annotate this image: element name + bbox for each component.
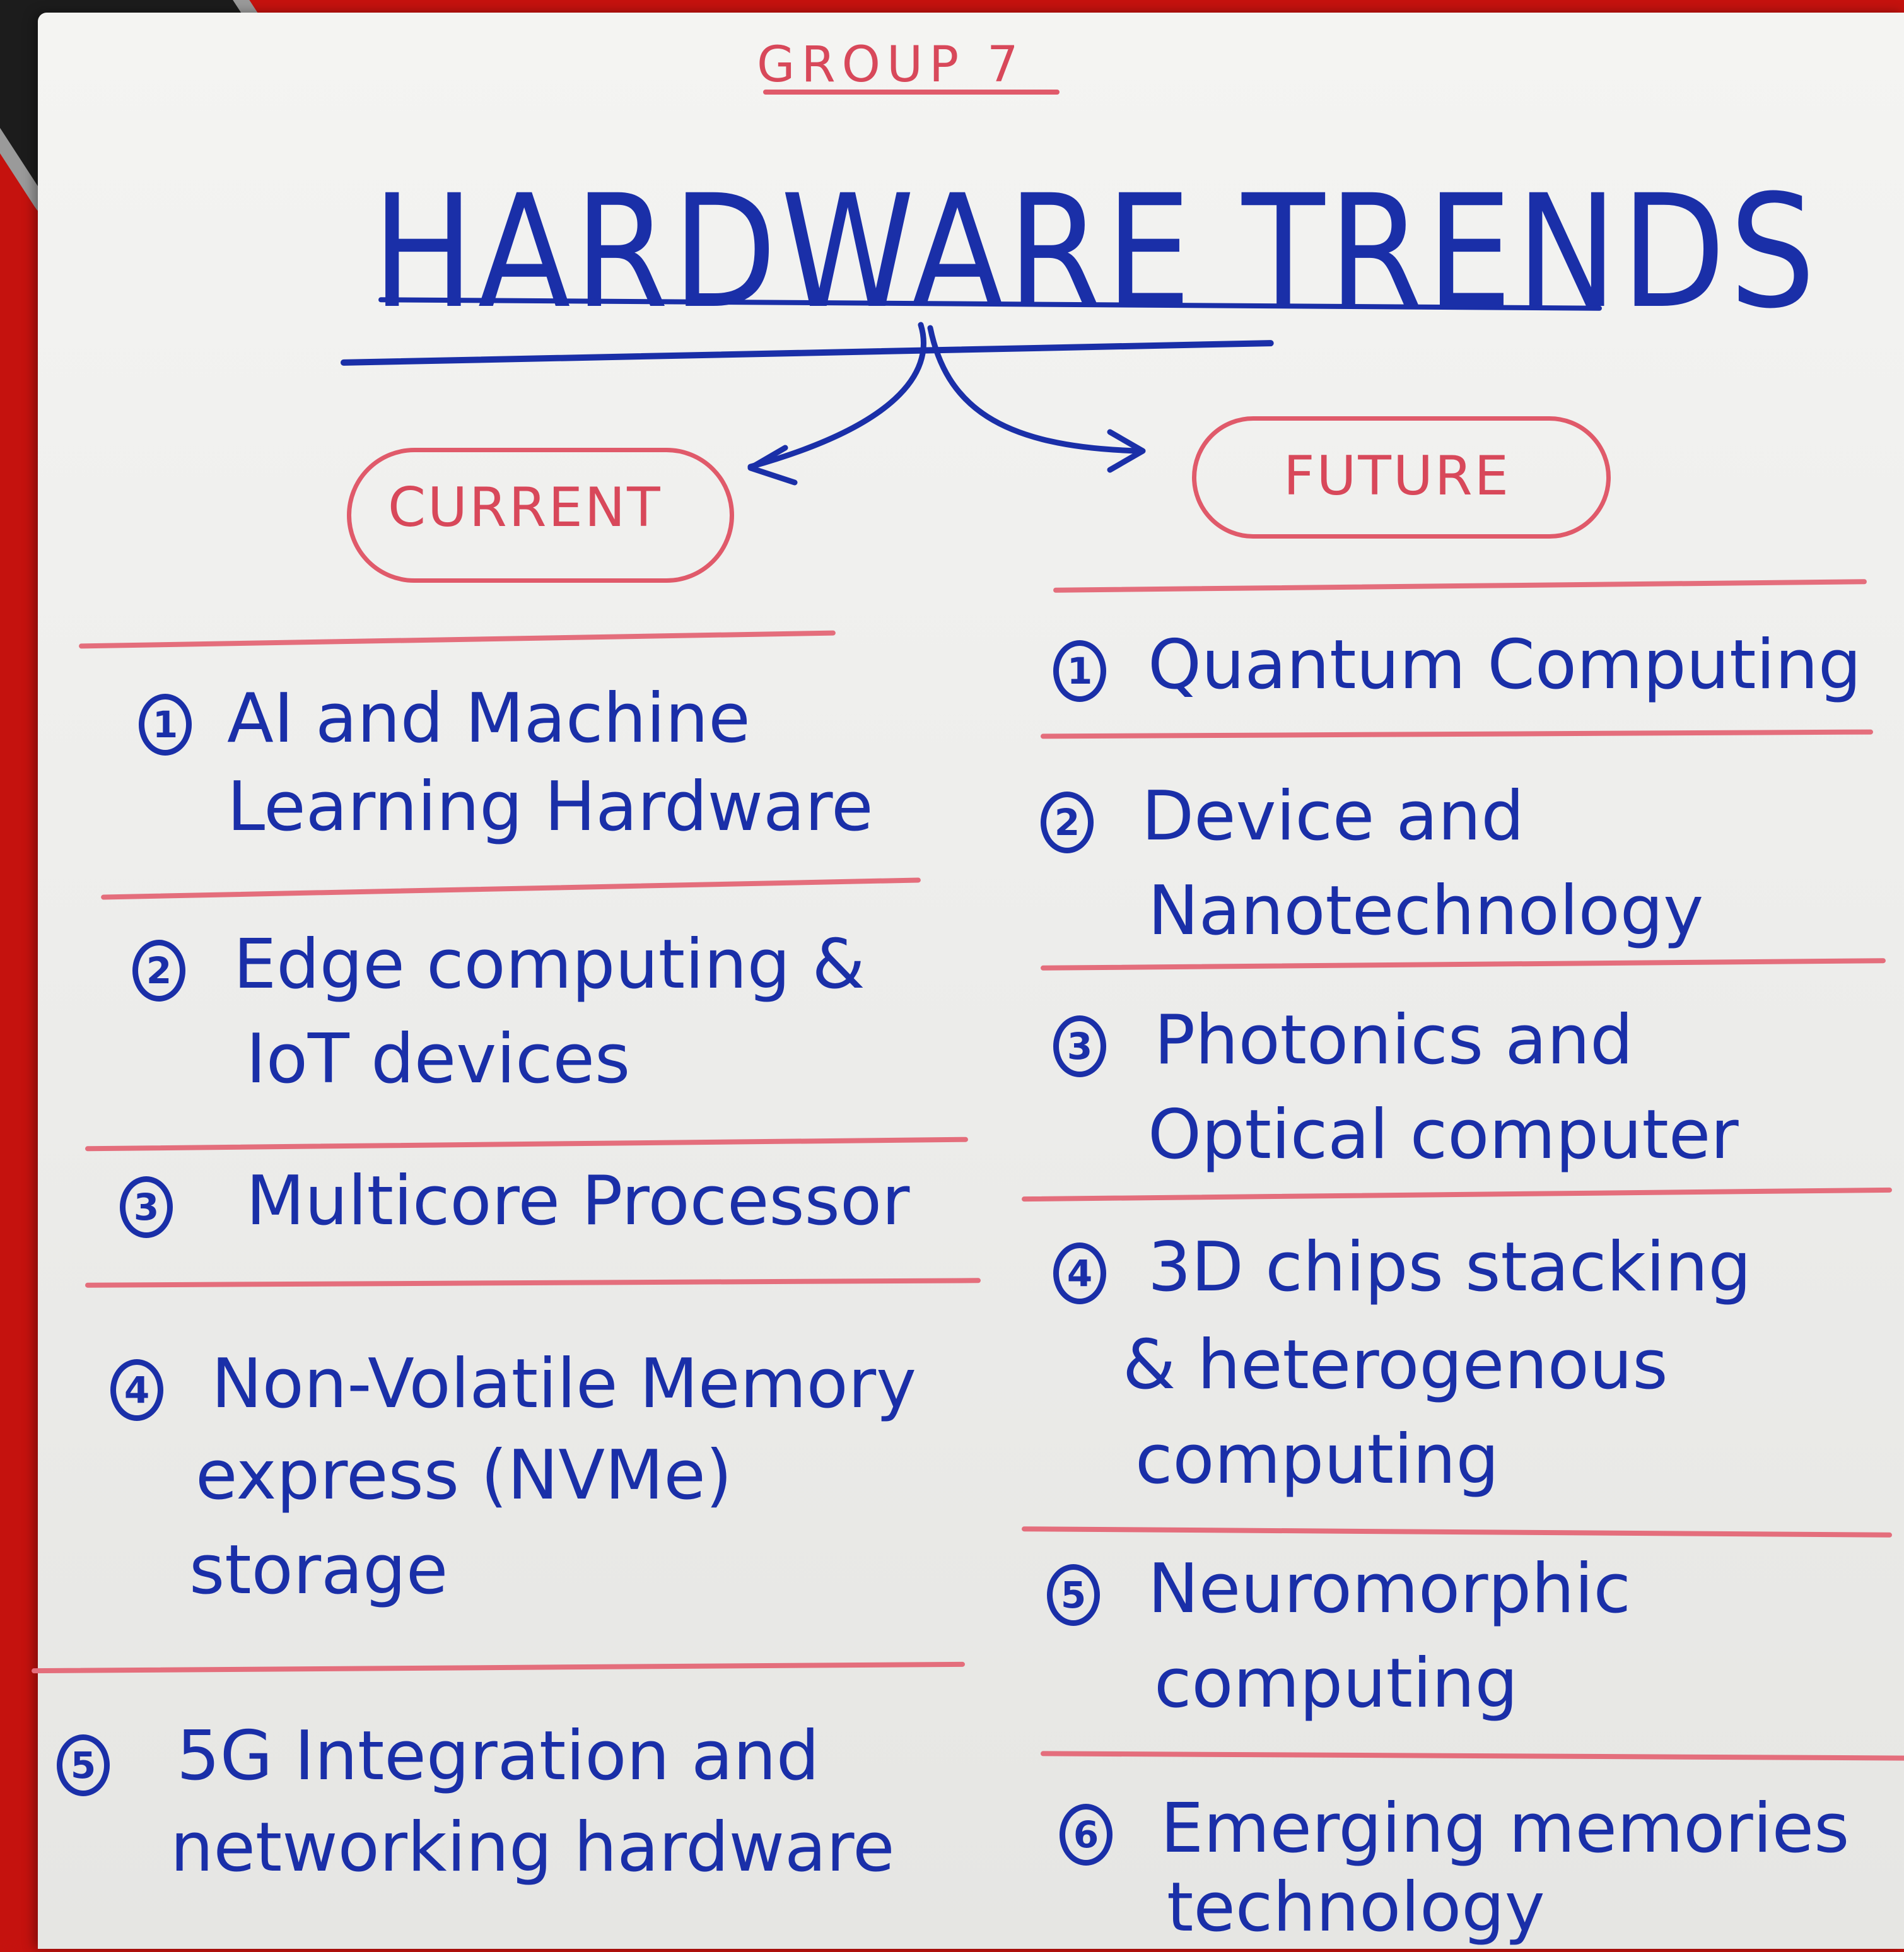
- current-item-2-line2: IoT devices: [246, 1020, 631, 1099]
- divider-line: [79, 630, 836, 649]
- item-number-badge: 5: [57, 1734, 110, 1796]
- divider-line: [31, 1661, 966, 1674]
- future-item-4-line3: computing: [1135, 1420, 1500, 1499]
- divider-line: [85, 1278, 981, 1288]
- divider-line: [1021, 1187, 1893, 1202]
- future-item-5-line2: computing: [1154, 1644, 1519, 1723]
- future-item-3-line1: Photonics and: [1154, 1001, 1633, 1080]
- current-item-2-line1: Edge computing &: [233, 925, 865, 1004]
- divider-line: [1021, 1526, 1893, 1538]
- current-cloud: [347, 448, 734, 583]
- current-item-1-line2: Learning Hardware: [227, 768, 873, 846]
- item-number-badge: 6: [1060, 1804, 1113, 1866]
- future-item-4-line2: & heterogenous: [1123, 1326, 1668, 1405]
- item-number-badge: 5: [1047, 1564, 1100, 1626]
- current-item-5-line1: 5G Integration and: [177, 1717, 820, 1796]
- current-item-4-line1: Non-Volatile Memory: [211, 1345, 917, 1423]
- future-item-1-line1: Quantum Computing: [1148, 626, 1862, 704]
- item-number-badge: 1: [139, 694, 192, 756]
- branch-arrows: [747, 322, 1146, 486]
- future-item-5-line1: Neuromorphic: [1148, 1550, 1631, 1628]
- poster-title: HARDWARE TRENDS: [372, 161, 1819, 343]
- current-item-1-line1: AI and Machine: [227, 679, 751, 758]
- item-number-badge: 2: [1041, 792, 1094, 853]
- divider-line: [1040, 1751, 1904, 1761]
- current-heading: CURRENT: [388, 476, 662, 539]
- divider-line: [101, 877, 921, 900]
- group-label: GROUP 7: [757, 37, 1025, 93]
- poster-paper: GROUP 7 HARDWARE TRENDS CURRENT FUTURE 1…: [31, 13, 1904, 1949]
- current-item-4-line3: storage: [189, 1531, 448, 1610]
- item-number-badge: 4: [1053, 1242, 1106, 1304]
- divider-line: [1053, 579, 1867, 593]
- future-item-4-line1: 3D chips stacking: [1148, 1228, 1751, 1307]
- future-cloud: [1192, 416, 1611, 539]
- item-number-badge: 1: [1053, 640, 1106, 702]
- future-item-2-line2: Nanotechnology: [1148, 872, 1704, 950]
- future-item-3-line2: Optical computer: [1148, 1096, 1739, 1174]
- future-item-6-line2: technology: [1167, 1868, 1545, 1947]
- divider-line: [1040, 958, 1886, 971]
- item-number-badge: 4: [110, 1359, 163, 1421]
- current-item-3-line1: Multicore Processor: [246, 1162, 910, 1241]
- item-number-badge: 2: [132, 940, 185, 1002]
- item-number-badge: 3: [120, 1176, 173, 1238]
- future-item-2-line1: Device and: [1142, 777, 1524, 856]
- divider-line: [1040, 729, 1874, 739]
- current-item-4-line2: express (NVMe): [196, 1436, 732, 1515]
- item-number-badge: 3: [1053, 1015, 1106, 1077]
- divider-line: [85, 1137, 969, 1152]
- future-item-6-line1: Emerging memories: [1160, 1789, 1850, 1868]
- future-heading: FUTURE: [1283, 445, 1510, 508]
- current-item-5-line2: networking hardware: [170, 1808, 895, 1887]
- group-underline: [763, 90, 1060, 95]
